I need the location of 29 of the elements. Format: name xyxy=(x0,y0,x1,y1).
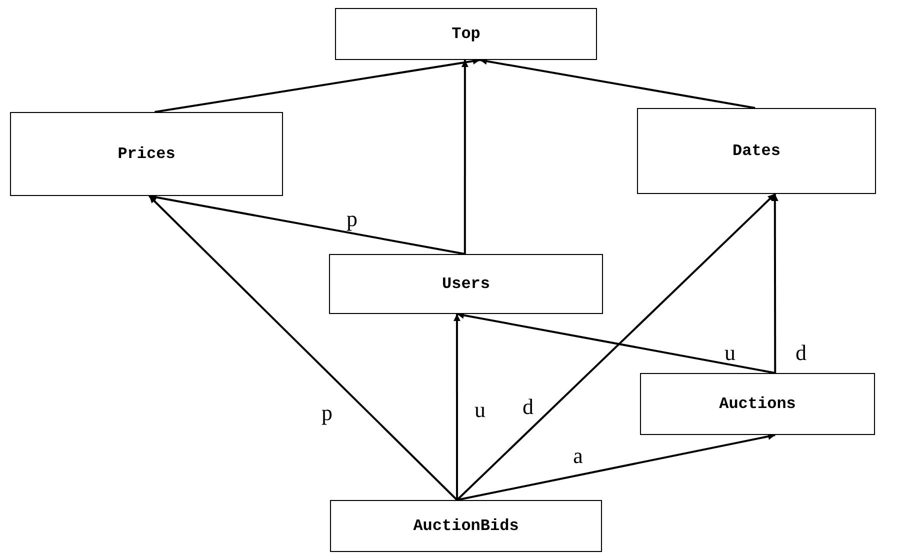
arrow xyxy=(480,58,756,109)
edge-label: p xyxy=(322,402,332,424)
entity-name: Auctions xyxy=(719,395,796,413)
entity-name: Users xyxy=(442,275,490,293)
entity-box xyxy=(640,373,875,435)
arrow xyxy=(149,194,466,255)
edge-label: u xyxy=(474,399,486,421)
arrow xyxy=(456,312,776,374)
edge-label: u xyxy=(724,342,736,364)
entity-box xyxy=(329,254,603,314)
arrow xyxy=(456,193,776,501)
edge-label: a xyxy=(573,445,583,467)
entity-box xyxy=(335,8,597,60)
arrow xyxy=(461,60,468,254)
entity-name: Prices xyxy=(118,145,176,163)
arrow xyxy=(771,194,778,373)
entity-name: Top xyxy=(452,25,480,43)
edge-label: p xyxy=(346,208,358,230)
entity-name: Dates xyxy=(732,142,780,160)
arrow xyxy=(154,58,480,113)
entity-box xyxy=(637,108,876,194)
arrow xyxy=(456,432,776,501)
edge-label: d xyxy=(796,342,806,364)
entity-box xyxy=(330,500,602,552)
arrow xyxy=(148,195,458,501)
entity-name: AuctionBids xyxy=(413,517,519,535)
entity-box xyxy=(10,112,283,196)
edge-label: d xyxy=(522,396,534,418)
arrow xyxy=(453,314,460,500)
